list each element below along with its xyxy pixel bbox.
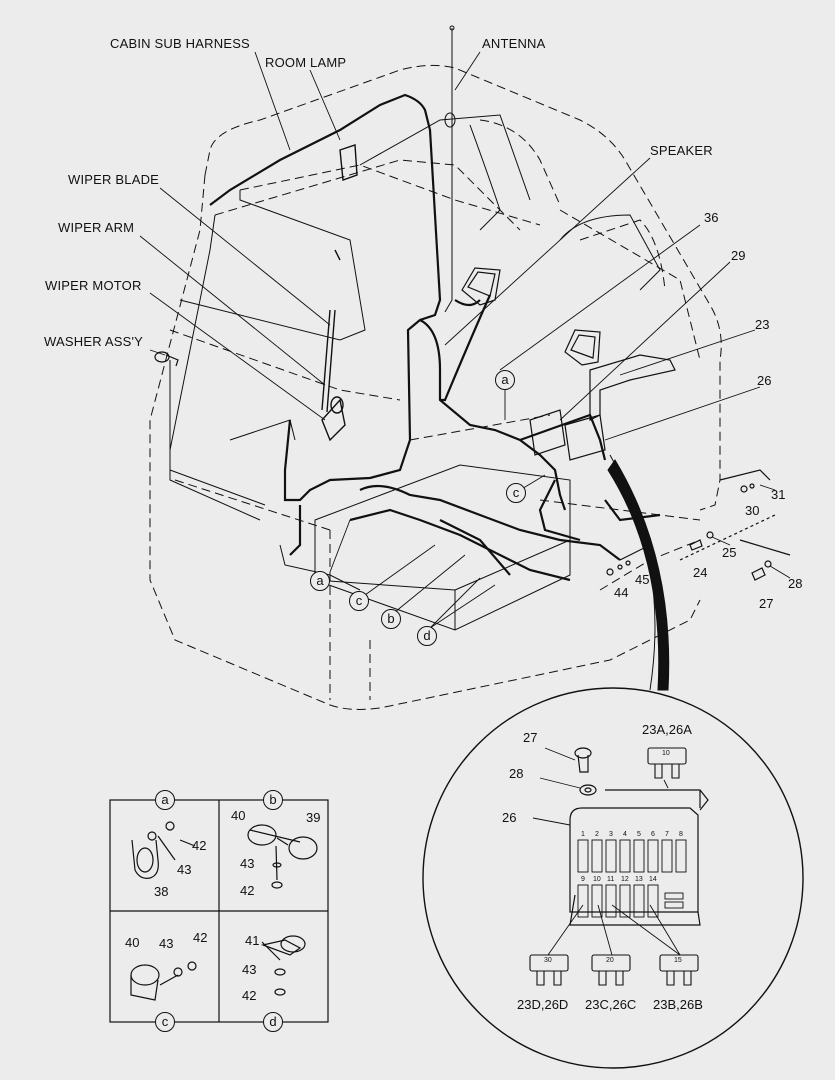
cabin-frame xyxy=(149,64,722,710)
label-wiper-blade: WIPER BLADE xyxy=(68,172,160,187)
panel-a-letter: a xyxy=(155,790,175,810)
panel-d-letter: d xyxy=(263,1012,283,1032)
panel-b-callout-39: 39 xyxy=(306,810,321,825)
clamp-c-shape xyxy=(130,961,197,1001)
fasteners xyxy=(606,469,791,581)
panel-c-letter: c xyxy=(155,1012,175,1032)
detail-circle xyxy=(422,687,804,1069)
antenna-mast xyxy=(444,28,453,313)
leader-lines xyxy=(139,51,791,629)
room-lamp-shape xyxy=(339,144,358,181)
fuse-label-mid: 23C,26C xyxy=(585,997,637,1012)
panel-a-callout-38: 38 xyxy=(154,884,169,899)
callout-23: 23 xyxy=(755,317,770,332)
callout-25: 25 xyxy=(722,545,737,560)
label-room-lamp: ROOM LAMP xyxy=(265,55,347,70)
callout-31: 31 xyxy=(771,487,786,502)
fuse-slot-number: 6 xyxy=(651,831,655,838)
marker-b-bottom: b xyxy=(381,609,401,629)
callout-30: 30 xyxy=(745,503,760,518)
fuse-slot-number: 13 xyxy=(635,876,643,883)
panel-a-callout-43: 43 xyxy=(177,862,192,877)
fuse-value-left: 30 xyxy=(544,957,552,964)
loose-fuses xyxy=(529,747,699,986)
fuse-slot-number: 11 xyxy=(607,876,615,883)
wiper-assembly xyxy=(321,249,346,442)
callout-28: 28 xyxy=(788,576,803,591)
panel-d-callout-42: 42 xyxy=(242,988,257,1003)
detail-leaders xyxy=(532,747,681,956)
panel-c-callout-42: 42 xyxy=(193,930,208,945)
clamp-b-shape xyxy=(247,824,318,889)
marker-d-bottom: d xyxy=(417,626,437,646)
label-washer-assy: WASHER ASS'Y xyxy=(44,334,144,349)
label-cabin-sub-harness: CABIN SUB HARNESS xyxy=(110,36,250,51)
fuse-label-right: 23B,26B xyxy=(653,997,703,1012)
fuse-slot-number: 3 xyxy=(609,831,613,838)
fuse-label-top: 23A,26A xyxy=(642,722,692,737)
clamp-panels xyxy=(109,799,329,1023)
label-wiper-arm: WIPER ARM xyxy=(58,220,135,235)
panel-b-callout-42: 42 xyxy=(240,883,255,898)
harness xyxy=(209,93,661,582)
cabin-frame-solid xyxy=(169,114,661,521)
callout-29: 29 xyxy=(731,248,746,263)
callout-36: 36 xyxy=(704,210,719,225)
fuse-value-top: 10 xyxy=(662,750,670,757)
marker-c-right: c xyxy=(506,483,526,503)
fuse-value-mid: 20 xyxy=(606,957,614,964)
fuse-slot-number: 12 xyxy=(621,876,629,883)
fuse-label-left: 23D,26D xyxy=(517,997,569,1012)
fuse-slot-number: 4 xyxy=(623,831,627,838)
fuse-slot-number: 10 xyxy=(593,876,601,883)
fusebox-detail xyxy=(569,789,709,926)
panel-c-callout-40: 40 xyxy=(125,935,140,950)
label-antenna: ANTENNA xyxy=(482,36,546,51)
fuse-slot-number: 9 xyxy=(581,876,585,883)
panel-c-callout-43: 43 xyxy=(159,936,174,951)
callout-26: 26 xyxy=(757,373,772,388)
callout-27: 27 xyxy=(759,596,774,611)
clamp-d-shape xyxy=(260,935,306,996)
panel-d-callout-41: 41 xyxy=(245,933,260,948)
marker-c-bottom: c xyxy=(349,591,369,611)
fuse-row-2 xyxy=(577,884,684,918)
detail-callout-27: 27 xyxy=(523,730,538,745)
fuse-slot-number: 1 xyxy=(581,831,585,838)
fuse-slot-number: 7 xyxy=(665,831,669,838)
marker-a-top: a xyxy=(495,370,515,390)
label-wiper-motor: WIPER MOTOR xyxy=(45,278,142,293)
washer-shape xyxy=(154,351,179,367)
fuse-slot-number: 14 xyxy=(649,876,657,883)
callout-45: 45 xyxy=(635,572,650,587)
label-speaker: SPEAKER xyxy=(650,143,713,158)
detail-bolt xyxy=(574,747,597,796)
panel-b-callout-40: 40 xyxy=(231,808,246,823)
panel-b-letter: b xyxy=(263,790,283,810)
detail-callout-26: 26 xyxy=(502,810,517,825)
callout-24: 24 xyxy=(693,565,708,580)
fuse-slot-number: 5 xyxy=(637,831,641,838)
clamp-a-shape xyxy=(131,821,196,879)
fuse-row-1 xyxy=(577,839,687,873)
panel-a-callout-42: 42 xyxy=(192,838,207,853)
panel-b-callout-43: 43 xyxy=(240,856,255,871)
fuse-slot-number: 8 xyxy=(679,831,683,838)
fuse-value-right: 15 xyxy=(674,957,682,964)
pedals xyxy=(461,267,601,366)
marker-a-bottom: a xyxy=(310,571,330,591)
detail-callout-28: 28 xyxy=(509,766,524,781)
fuse-slot-number: 2 xyxy=(595,831,599,838)
panel-d-callout-43: 43 xyxy=(242,962,257,977)
callout-44: 44 xyxy=(614,585,629,600)
fusebox-inline xyxy=(529,354,676,461)
